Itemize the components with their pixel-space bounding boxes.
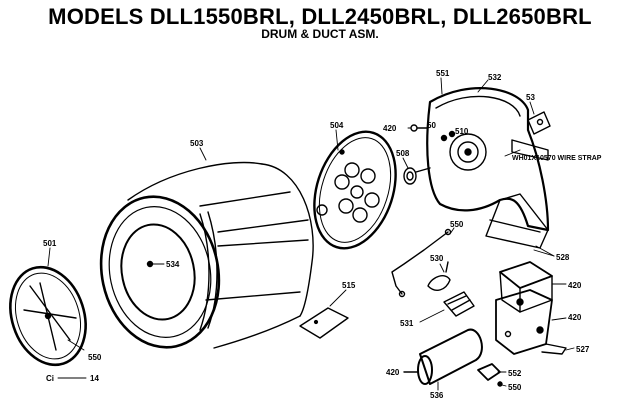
label-550-ring: 550 [88, 353, 102, 362]
label-53: 53 [526, 93, 535, 102]
label-clip-c: Ci [46, 374, 54, 383]
mount-bracket [495, 261, 567, 355]
label-531: 531 [400, 319, 414, 328]
label-528-duct: 528 [556, 253, 570, 262]
blower-housing [410, 87, 550, 249]
part-531 [443, 291, 475, 317]
label-552: 552 [508, 369, 522, 378]
label-50: 50 [427, 121, 436, 130]
label-534: 534 [166, 260, 180, 269]
label-550-bottom: 550 [508, 383, 522, 392]
label-551: 551 [436, 69, 450, 78]
label-504: 504 [330, 121, 344, 130]
front-ring [9, 265, 87, 367]
wire-harness [391, 228, 452, 298]
page-title: MODELS DLL1550BRL, DLL2450BRL, DLL2650BR… [48, 4, 592, 29]
label-508: 508 [396, 149, 410, 158]
pad-515 [299, 307, 349, 339]
label-420-motor: 420 [386, 368, 400, 377]
label-515: 515 [342, 281, 356, 290]
label-527: 527 [576, 345, 590, 354]
part-552 [477, 363, 503, 387]
part-53 [527, 111, 551, 135]
motor-capacitor [403, 328, 483, 385]
label-420-bracket-top: 420 [568, 281, 582, 290]
label-530: 530 [430, 254, 444, 263]
label-501: 501 [43, 239, 57, 248]
rear-drum-panel [313, 130, 397, 250]
label-536: 536 [430, 391, 444, 400]
leader-lines [47, 77, 575, 391]
rear-bearing [403, 167, 431, 185]
label-550-screw: 550 [450, 220, 464, 229]
part-labels: 501 550 Ci 14 503 534 504 508 420 551 53… [43, 69, 602, 400]
label-510: 510 [455, 127, 469, 136]
label-14: 14 [90, 374, 99, 383]
label-420-housing: 420 [383, 124, 397, 133]
label-420-bracket-mid: 420 [568, 313, 582, 322]
label-wire-strap: WH01X10570 WIRE STRAP [512, 155, 602, 162]
label-503: 503 [190, 139, 204, 148]
label-532: 532 [488, 73, 502, 82]
page-subtitle: DRUM & DUCT ASM. [261, 27, 379, 41]
drum [99, 161, 328, 349]
part-530-clip [427, 261, 451, 291]
